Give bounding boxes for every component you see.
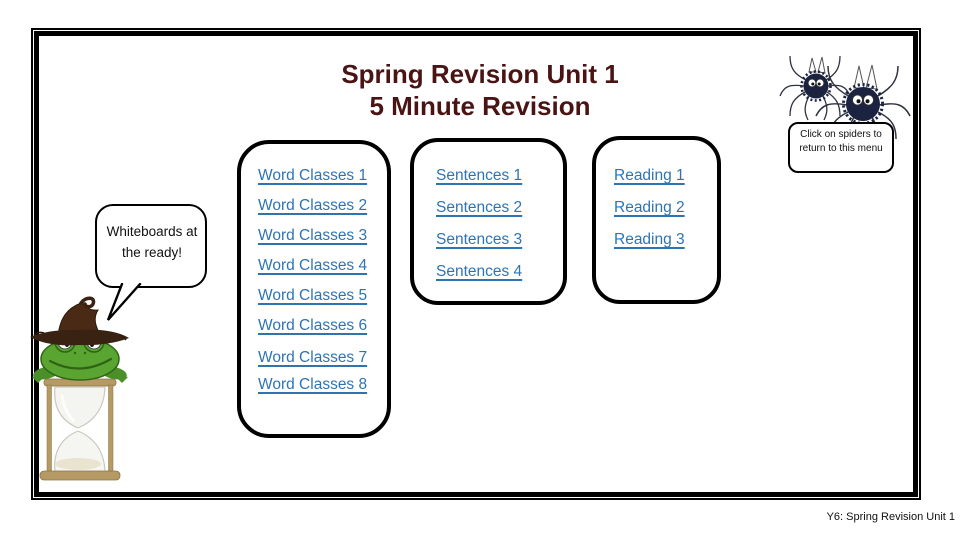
spider-note-text: Click on spiders to return to this menu bbox=[799, 129, 883, 154]
menu-box-reading: Reading 1 Reading 2 Reading 3 bbox=[592, 136, 721, 304]
link-word-classes-8[interactable]: Word Classes 8 bbox=[258, 376, 368, 393]
link-sentences-2[interactable]: Sentences 2 bbox=[436, 199, 523, 216]
link-word-classes-1[interactable]: Word Classes 1 bbox=[258, 167, 368, 184]
spider-icon-small bbox=[779, 55, 851, 121]
footer-caption: Y6: Spring Revision Unit 1 bbox=[826, 511, 955, 523]
link-word-classes-7[interactable]: Word Classes 7 bbox=[258, 349, 368, 366]
hourglass-icon bbox=[39, 378, 121, 481]
witch-hat-icon bbox=[30, 296, 129, 346]
speech-bubble: Whiteboards at the ready! bbox=[95, 204, 207, 288]
menu-box-word-classes: Word Classes 1 Word Classes 2 Word Class… bbox=[237, 140, 391, 438]
link-reading-3[interactable]: Reading 3 bbox=[614, 231, 685, 248]
link-sentences-1[interactable]: Sentences 1 bbox=[436, 167, 523, 184]
link-word-classes-3[interactable]: Word Classes 3 bbox=[258, 227, 368, 244]
title-line-2: 5 Minute Revision bbox=[369, 91, 591, 121]
link-reading-2[interactable]: Reading 2 bbox=[614, 199, 685, 216]
speech-bubble-text: Whiteboards at the ready! bbox=[106, 224, 198, 260]
spiders-return-icon[interactable] bbox=[778, 42, 913, 142]
link-sentences-3[interactable]: Sentences 3 bbox=[436, 231, 523, 248]
spider-note: Click on spiders to return to this menu bbox=[788, 122, 894, 173]
frog-witch-hat-hourglass-icon bbox=[30, 296, 129, 481]
link-word-classes-4[interactable]: Word Classes 4 bbox=[258, 257, 368, 274]
link-word-classes-6[interactable]: Word Classes 6 bbox=[258, 317, 368, 334]
link-word-classes-2[interactable]: Word Classes 2 bbox=[258, 197, 368, 214]
speech-bubble-tail bbox=[106, 283, 142, 321]
page-title: Spring Revision Unit 1 5 Minute Revision bbox=[20, 58, 940, 122]
slide-border-frame bbox=[31, 28, 921, 500]
spider-icon-large bbox=[815, 64, 911, 142]
link-word-classes-5[interactable]: Word Classes 5 bbox=[258, 287, 368, 304]
link-reading-1[interactable]: Reading 1 bbox=[614, 167, 685, 184]
link-sentences-4[interactable]: Sentences 4 bbox=[436, 263, 523, 280]
title-line-1: Spring Revision Unit 1 bbox=[341, 59, 619, 89]
menu-box-sentences: Sentences 1 Sentences 2 Sentences 3 Sent… bbox=[410, 138, 567, 305]
